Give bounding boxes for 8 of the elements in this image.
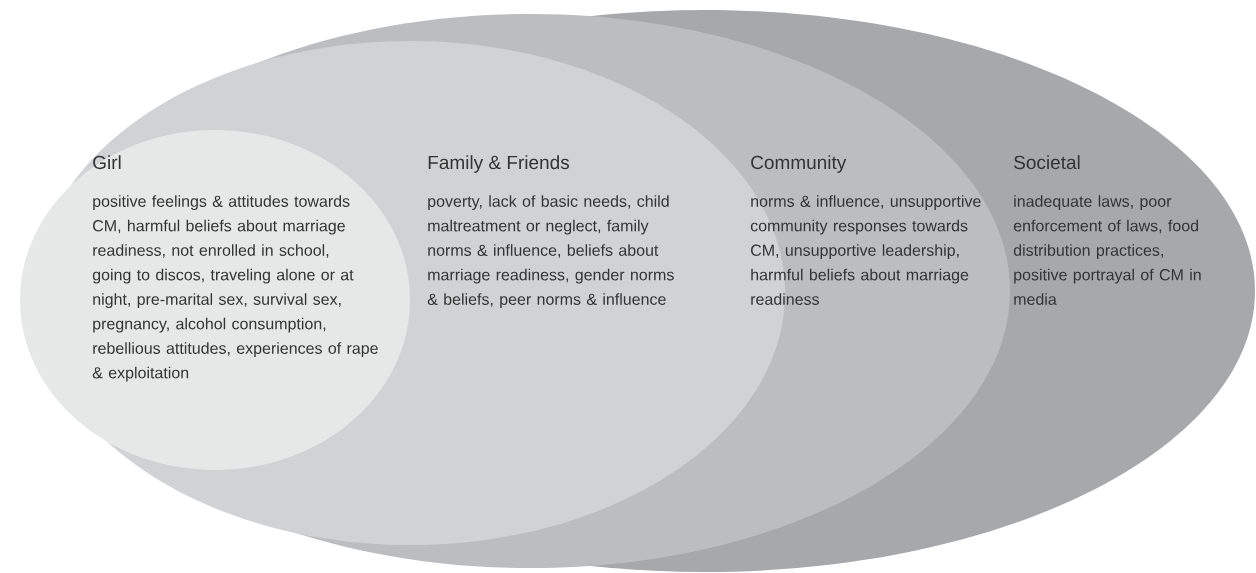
layer-heading: Family & Friends	[428, 155, 569, 173]
layer-heading: Societal	[1014, 155, 1080, 170]
factor-list: norms & influence, unsupportive community responses towards CM, unsupportive leadership, harmful beliefs about marriage readiness	[750, 195, 981, 305]
layer-heading: Community	[751, 155, 847, 173]
factor-list: poverty, lack of basic needs, child maltreatment or neglect, family norms & influence, beliefs about marriage readiness, gender norms & beliefs, peer norms & influence	[427, 195, 674, 309]
factor-list: inadequate laws, poor enforcement of laws, food distribution practices, positive portrayal of CM in media	[1013, 195, 1201, 305]
layer-heading: Girl	[93, 155, 121, 170]
factor-list: positive feelings & attitudes towards CM, harmful beliefs about marriage readiness, not enrolled in school, going to discos, traveling alone or at night, pre-marital sex, survival sex, pregnancy, alcohol consumption, rebellious attitudes, experiences of rape & exploitation	[92, 195, 378, 382]
